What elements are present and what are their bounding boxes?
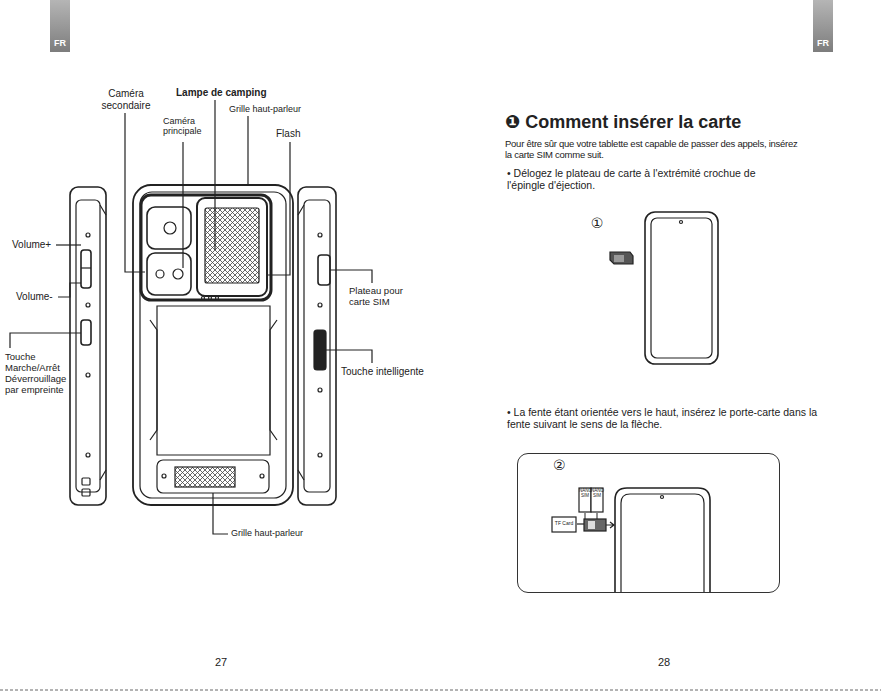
step-text: • Délogez le plateau de carte à l'extrém… bbox=[507, 167, 782, 191]
body-text: Pour être sûr que votre tablette est cap… bbox=[505, 139, 805, 161]
slot-label: NANO SIM bbox=[579, 489, 591, 498]
part-label: Grille haut-parleur bbox=[229, 104, 319, 114]
page-number: 27 bbox=[205, 656, 237, 669]
part-label: Volume+ bbox=[12, 239, 58, 251]
part-label: Plateau pour carte SIM bbox=[349, 286, 419, 308]
part-label: Volume- bbox=[16, 291, 62, 303]
slot-label: TF Card bbox=[552, 521, 576, 526]
language-tab: FR bbox=[50, 0, 70, 52]
part-label: Caméra principale bbox=[163, 116, 215, 137]
step-number: ② bbox=[553, 457, 566, 473]
tab-text: FR bbox=[817, 38, 829, 48]
step-panel: ② bbox=[517, 453, 780, 593]
language-tab: FR bbox=[813, 0, 833, 52]
step-text: • La fente étant orientée vers le haut, … bbox=[507, 406, 832, 430]
tab-text: FR bbox=[54, 38, 66, 48]
part-label: Touche intelligente bbox=[341, 366, 441, 378]
part-label: Grille haut-parleur bbox=[231, 528, 326, 538]
slot-label: NANO SIM bbox=[591, 489, 603, 498]
part-label: Touche Marche/Arrêt Déverrouillage par e… bbox=[5, 352, 71, 396]
part-label: Lampe de camping bbox=[176, 87, 276, 99]
part-label: Caméra secondaire bbox=[98, 88, 154, 111]
section-title: ❶ Comment insérer la carte bbox=[505, 112, 825, 133]
part-label: Flash bbox=[276, 128, 308, 140]
page-number: 28 bbox=[648, 656, 680, 669]
step-number: ① bbox=[587, 215, 607, 231]
